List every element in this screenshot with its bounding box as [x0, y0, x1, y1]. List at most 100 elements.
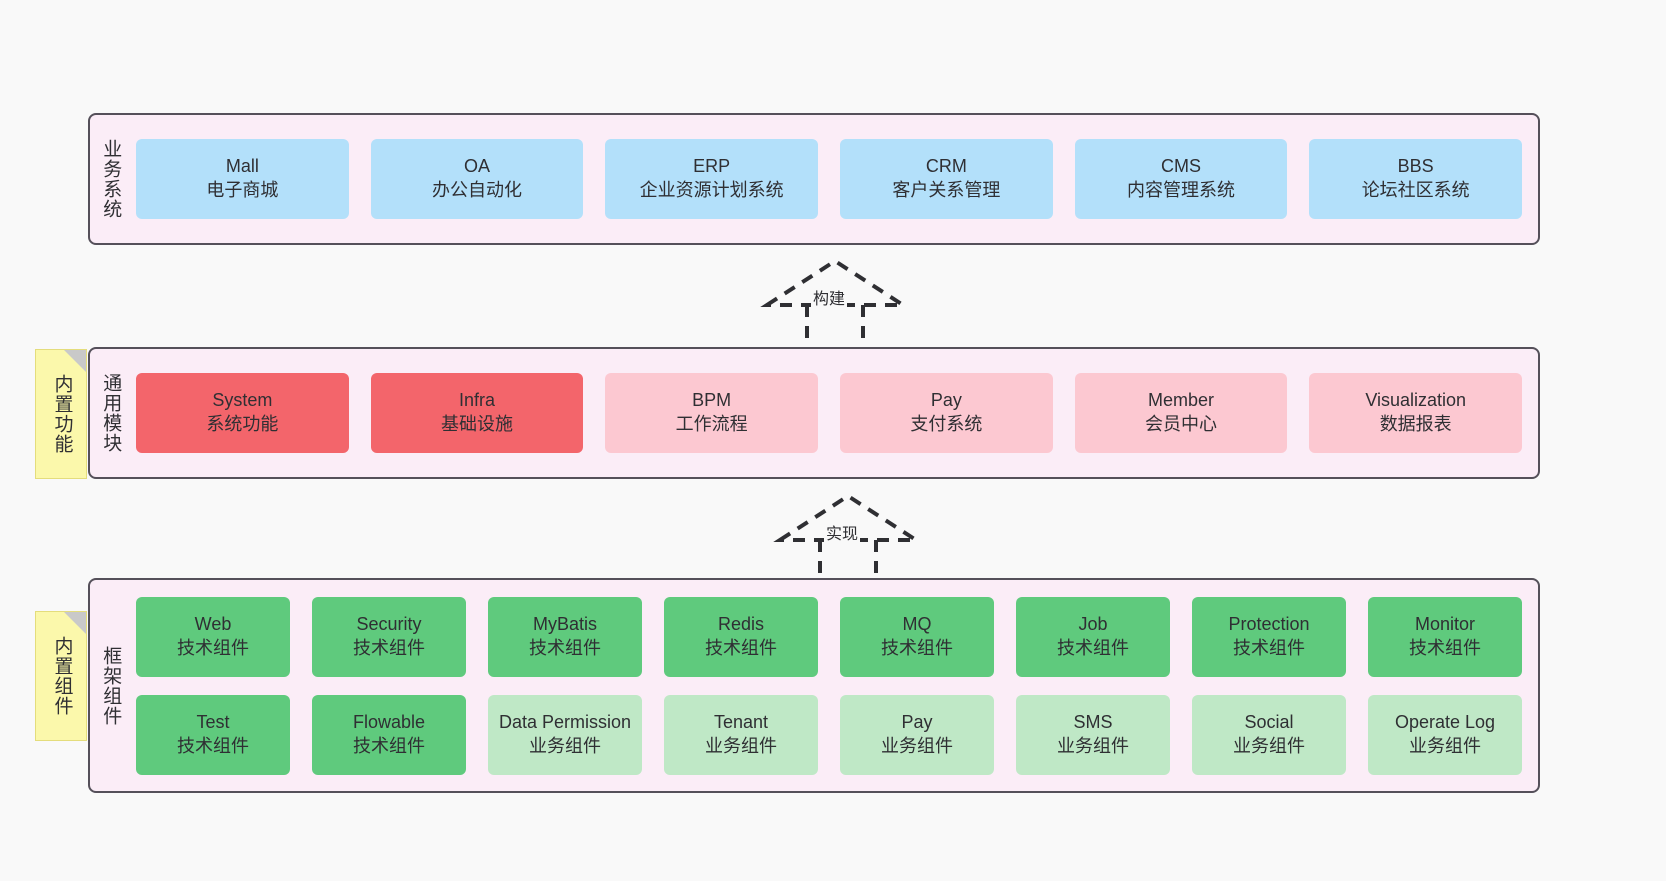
box-test-subtitle: 技术组件: [177, 735, 249, 756]
box-bbs-title: BBS: [1397, 156, 1434, 177]
box-bpm-subtitle: 工作流程: [675, 414, 748, 434]
box-crm-subtitle: 客户关系管理: [892, 180, 1001, 200]
box-test-title: Test: [196, 711, 230, 732]
box-web[interactable]: Web 技术组件: [136, 596, 290, 677]
generalization-shaft-implement: [818, 540, 878, 582]
box-erp[interactable]: ERP 企业资源计划系统: [605, 139, 819, 219]
box-protection-title: Protection: [1228, 613, 1310, 634]
box-crm-title: CRM: [925, 156, 967, 177]
connector-build: 构建: [755, 255, 915, 347]
box-social[interactable]: Social 业务组件: [1192, 694, 1346, 775]
box-job-title: Job: [1078, 613, 1108, 634]
box-bpm-title: BPM: [692, 390, 732, 411]
layer-business-systems[interactable]: 业务系统 Mall 电子商城 OA 办公自动化 ERP 企业资源计划系统 CRM: [88, 113, 1540, 245]
row-business-components: Test 技术组件 Flowable 技术组件 Data Permission …: [136, 694, 1522, 775]
box-pay-module[interactable]: Pay 支付系统: [840, 373, 1053, 453]
box-data-permission-subtitle: 业务组件: [529, 735, 601, 756]
layer-body-framework-components: Web 技术组件 Security 技术组件 MyBatis 技术组件 Redi…: [130, 580, 1538, 791]
box-operate-log-subtitle: 业务组件: [1409, 735, 1481, 756]
layer-title-business-systems: 业务系统: [100, 139, 122, 219]
box-data-permission[interactable]: Data Permission 业务组件: [488, 694, 642, 775]
box-security[interactable]: Security 技术组件: [312, 596, 466, 677]
box-pay-component[interactable]: Pay 业务组件: [840, 694, 994, 775]
box-mq[interactable]: MQ 技术组件: [840, 596, 994, 677]
box-mybatis-title: MyBatis: [532, 613, 597, 634]
box-bpm[interactable]: BPM 工作流程: [605, 373, 819, 453]
box-infra-title: Infra: [458, 390, 496, 411]
box-sms-subtitle: 业务组件: [1057, 735, 1129, 756]
box-system[interactable]: System 系统功能: [136, 373, 349, 453]
box-pay-module-subtitle: 支付系统: [910, 414, 983, 434]
layer-title-common-modules: 通用模块: [100, 373, 122, 453]
box-security-subtitle: 技术组件: [353, 637, 425, 658]
box-operate-log[interactable]: Operate Log 业务组件: [1368, 694, 1522, 775]
box-oa-subtitle: 办公自动化: [432, 180, 522, 200]
sticky-fold-corner-icon: [64, 350, 86, 372]
row-technical-components: Web 技术组件 Security 技术组件 MyBatis 技术组件 Redi…: [136, 596, 1522, 677]
box-sms[interactable]: SMS 业务组件: [1016, 694, 1170, 775]
layer-title-framework-components: 框架组件: [100, 645, 122, 726]
box-oa[interactable]: OA 办公自动化: [370, 139, 584, 219]
box-mall[interactable]: Mall 电子商城: [136, 139, 349, 219]
box-erp-title: ERP: [693, 156, 731, 177]
sticky-note-builtin-features[interactable]: 内置功能: [35, 349, 87, 479]
layer-body-common-modules: System 系统功能 Infra 基础设施 BPM 工作流程 Pay 支付系统…: [130, 349, 1538, 477]
box-pay-component-subtitle: 业务组件: [881, 735, 953, 756]
box-operate-log-title: Operate Log: [1394, 711, 1496, 732]
box-web-title: Web: [194, 613, 232, 634]
box-tenant[interactable]: Tenant 业务组件: [664, 694, 818, 775]
connector-build-label: 构建: [811, 285, 848, 309]
box-mq-subtitle: 技术组件: [881, 637, 953, 658]
box-web-subtitle: 技术组件: [177, 637, 249, 658]
box-mall-title: Mall: [225, 156, 259, 177]
box-crm[interactable]: CRM 客户关系管理: [840, 139, 1053, 219]
box-redis-subtitle: 技术组件: [705, 637, 777, 658]
box-test[interactable]: Test 技术组件: [136, 694, 290, 775]
generalization-arrowhead-implement: [773, 493, 923, 542]
box-member[interactable]: Member 会员中心: [1074, 373, 1288, 453]
connector-implement-label: 实现: [824, 520, 861, 544]
box-system-subtitle: 系统功能: [206, 414, 279, 434]
box-mybatis[interactable]: MyBatis 技术组件: [488, 596, 642, 677]
box-mall-subtitle: 电子商城: [206, 180, 279, 200]
box-job[interactable]: Job 技术组件: [1016, 596, 1170, 677]
box-infra[interactable]: Infra 基础设施: [370, 373, 584, 453]
box-oa-title: OA: [464, 156, 491, 177]
sticky-note-builtin-components-label: 内置组件: [51, 636, 73, 716]
box-job-subtitle: 技术组件: [1057, 637, 1129, 658]
box-bbs[interactable]: BBS 论坛社区系统: [1309, 139, 1523, 219]
box-mybatis-subtitle: 技术组件: [529, 637, 601, 658]
box-pay-component-title: Pay: [901, 711, 933, 732]
sticky-fold-corner-icon: [64, 612, 86, 634]
sticky-note-builtin-components[interactable]: 内置组件: [35, 611, 87, 741]
box-flowable[interactable]: Flowable 技术组件: [312, 694, 466, 775]
box-data-permission-title: Data Permission: [498, 711, 632, 732]
box-redis-title: Redis: [717, 613, 765, 634]
box-protection[interactable]: Protection 技术组件: [1192, 596, 1346, 677]
box-infra-subtitle: 基础设施: [441, 414, 513, 434]
generalization-shaft-build: [805, 305, 865, 347]
layer-framework-components[interactable]: 框架组件 Web 技术组件 Security 技术组件 MyBatis 技术组件…: [88, 578, 1540, 793]
box-mq-title: MQ: [902, 613, 932, 634]
box-system-title: System: [212, 390, 273, 411]
box-security-title: Security: [356, 613, 422, 634]
box-monitor-title: Monitor: [1414, 613, 1476, 634]
box-cms-subtitle: 内容管理系统: [1127, 180, 1236, 200]
row-common-modules: System 系统功能 Infra 基础设施 BPM 工作流程 Pay 支付系统…: [136, 373, 1523, 453]
box-pay-module-title: Pay: [930, 390, 962, 411]
box-redis[interactable]: Redis 技术组件: [664, 596, 818, 677]
box-erp-subtitle: 企业资源计划系统: [639, 180, 784, 200]
generalization-arrowhead-build: [760, 258, 910, 307]
box-visualization[interactable]: Visualization 数据报表: [1309, 373, 1523, 453]
box-cms-title: CMS: [1161, 156, 1202, 177]
box-tenant-subtitle: 业务组件: [705, 735, 777, 756]
box-monitor[interactable]: Monitor 技术组件: [1368, 596, 1522, 677]
box-cms[interactable]: CMS 内容管理系统: [1074, 139, 1288, 219]
box-visualization-title: Visualization: [1365, 390, 1467, 411]
box-member-title: Member: [1148, 390, 1215, 411]
sticky-note-builtin-features-label: 内置功能: [51, 374, 73, 454]
box-social-title: Social: [1244, 711, 1294, 732]
connector-implement: 实现: [768, 490, 928, 582]
layer-common-modules[interactable]: 通用模块 System 系统功能 Infra 基础设施 BPM 工作流程 Pay: [88, 347, 1540, 479]
